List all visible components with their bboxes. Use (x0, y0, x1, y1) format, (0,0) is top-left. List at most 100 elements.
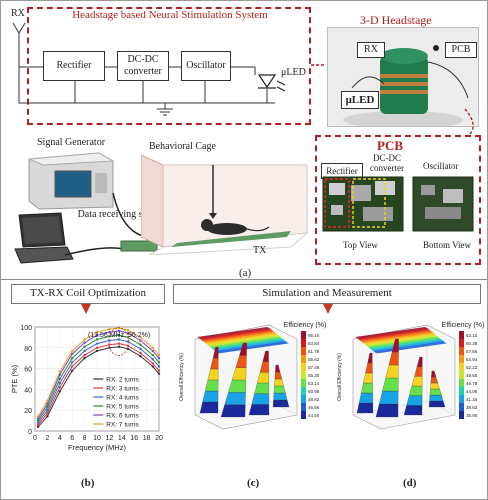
colorbar-cell (301, 387, 306, 395)
colorbar-tick-label: 60.38 (466, 341, 478, 346)
series-point (71, 357, 74, 360)
x-axis-label: Frequency (MHz) (68, 443, 126, 452)
series-point (151, 353, 154, 357)
series-point (95, 338, 99, 341)
series-point (151, 365, 154, 368)
top-band (213, 339, 287, 352)
series-point (139, 354, 142, 358)
surface-patch (220, 404, 246, 418)
colorbar-cell (301, 339, 306, 347)
y-tick-label: 100 (20, 325, 32, 332)
x-tick-label: 6 (70, 435, 74, 442)
tx-label: TX (253, 245, 267, 256)
colorbar-cell (301, 411, 306, 419)
series-point (46, 415, 49, 418)
x-tick-label: 10 (93, 435, 101, 442)
headstage-illustration (343, 45, 469, 126)
pcb-title: PCB (377, 138, 403, 153)
surface-patch (275, 364, 281, 373)
headstage-pcb-tag: PCB (445, 42, 477, 58)
x-tick-label: 20 (155, 435, 163, 442)
series-point (139, 336, 142, 339)
ns-system-box (27, 7, 311, 125)
series-line-3 (37, 338, 160, 423)
dcdc-label: DC-DC converter (124, 54, 162, 77)
surface-patch (272, 399, 290, 408)
headstage-rx-tag: RX (357, 42, 385, 58)
header-simulation: Simulation and Measurement (173, 284, 481, 304)
legend-entry: RX: 4 turns (106, 395, 139, 402)
x-tick-label: 18 (143, 435, 151, 442)
surface-patch (367, 352, 373, 364)
colorbar-title: Efficiency (%) (284, 322, 327, 329)
y-tick-label: 0 (28, 429, 32, 436)
dcdc-block: DC-DC converter (117, 51, 169, 81)
label-c: (c) (247, 477, 260, 489)
y-tick-label: 80 (24, 346, 32, 353)
headstage-pcb-text: PCB (451, 44, 471, 55)
x-tick-label: 8 (83, 435, 87, 442)
series-point (157, 372, 161, 375)
colorbar-cell (301, 395, 306, 403)
top-band (355, 327, 429, 339)
surface-patch (431, 370, 437, 378)
series-point (83, 353, 86, 357)
series-line-5 (37, 330, 160, 419)
colorbar-tick-label: 55.30 (308, 373, 320, 378)
colorbar-cell (459, 395, 464, 403)
series-point (58, 386, 61, 389)
series-point (108, 331, 111, 334)
surface-patch (379, 390, 399, 405)
colorbar-cell (301, 331, 306, 339)
top-band (201, 330, 275, 343)
series-point (36, 417, 40, 420)
top-band (203, 331, 277, 344)
series-point (71, 361, 74, 364)
surface-chart-measurement: Efficiency (%)63.1060.3857.6654.9452.224… (337, 322, 484, 430)
series-point (46, 409, 49, 412)
colorbar-cell (301, 371, 306, 379)
series-point (117, 334, 121, 337)
surface-patch (202, 390, 219, 403)
y-tick-label: 20 (24, 408, 32, 415)
surface-patch (212, 346, 219, 359)
top-band (359, 330, 433, 343)
headstage-uled-text: μLED (345, 94, 375, 106)
surface-patch (361, 382, 373, 394)
surface-patch (248, 404, 270, 416)
colorbar-cell (301, 403, 306, 411)
legend-entry: RX: 2 turns (106, 377, 139, 384)
ns-system-title: Headstage based Neural Stimulation Syste… (72, 9, 268, 21)
colorbar-cell (459, 411, 464, 419)
colorbar-cell (459, 331, 464, 339)
colorbar-tick-label: 44.06 (466, 389, 478, 394)
series-point (139, 339, 142, 342)
signal-generator-label: Signal Generator (37, 137, 106, 148)
colorbar-cell (459, 355, 464, 363)
colorbar-tick-label: 46.78 (466, 381, 478, 386)
series-point (151, 358, 154, 361)
colorbar-tick-label: 41.34 (466, 397, 478, 402)
surface-patch (251, 393, 270, 405)
oscillator-label: Oscillator (186, 60, 226, 71)
top-band (197, 327, 271, 339)
top-band (205, 333, 279, 346)
legend-entry: RX: 5 turns (106, 404, 139, 411)
top-band (363, 333, 437, 346)
colorbar-cell (459, 403, 464, 411)
series-point (36, 421, 40, 424)
x-tick-label: 12 (106, 435, 114, 442)
colorbar-cell (459, 347, 464, 355)
colorbar-tick-label: 63.84 (308, 341, 320, 346)
top-band (367, 336, 441, 349)
rx-label: RX (11, 8, 25, 19)
surface-patch (375, 403, 399, 418)
x-tick-label: 16 (130, 435, 138, 442)
surface-patch (406, 395, 423, 406)
colorbar-cell (459, 387, 464, 395)
colorbar-tick-label: 50.98 (308, 389, 320, 394)
top-band (199, 328, 273, 341)
series-point (71, 349, 74, 353)
label-d: (d) (403, 477, 417, 489)
